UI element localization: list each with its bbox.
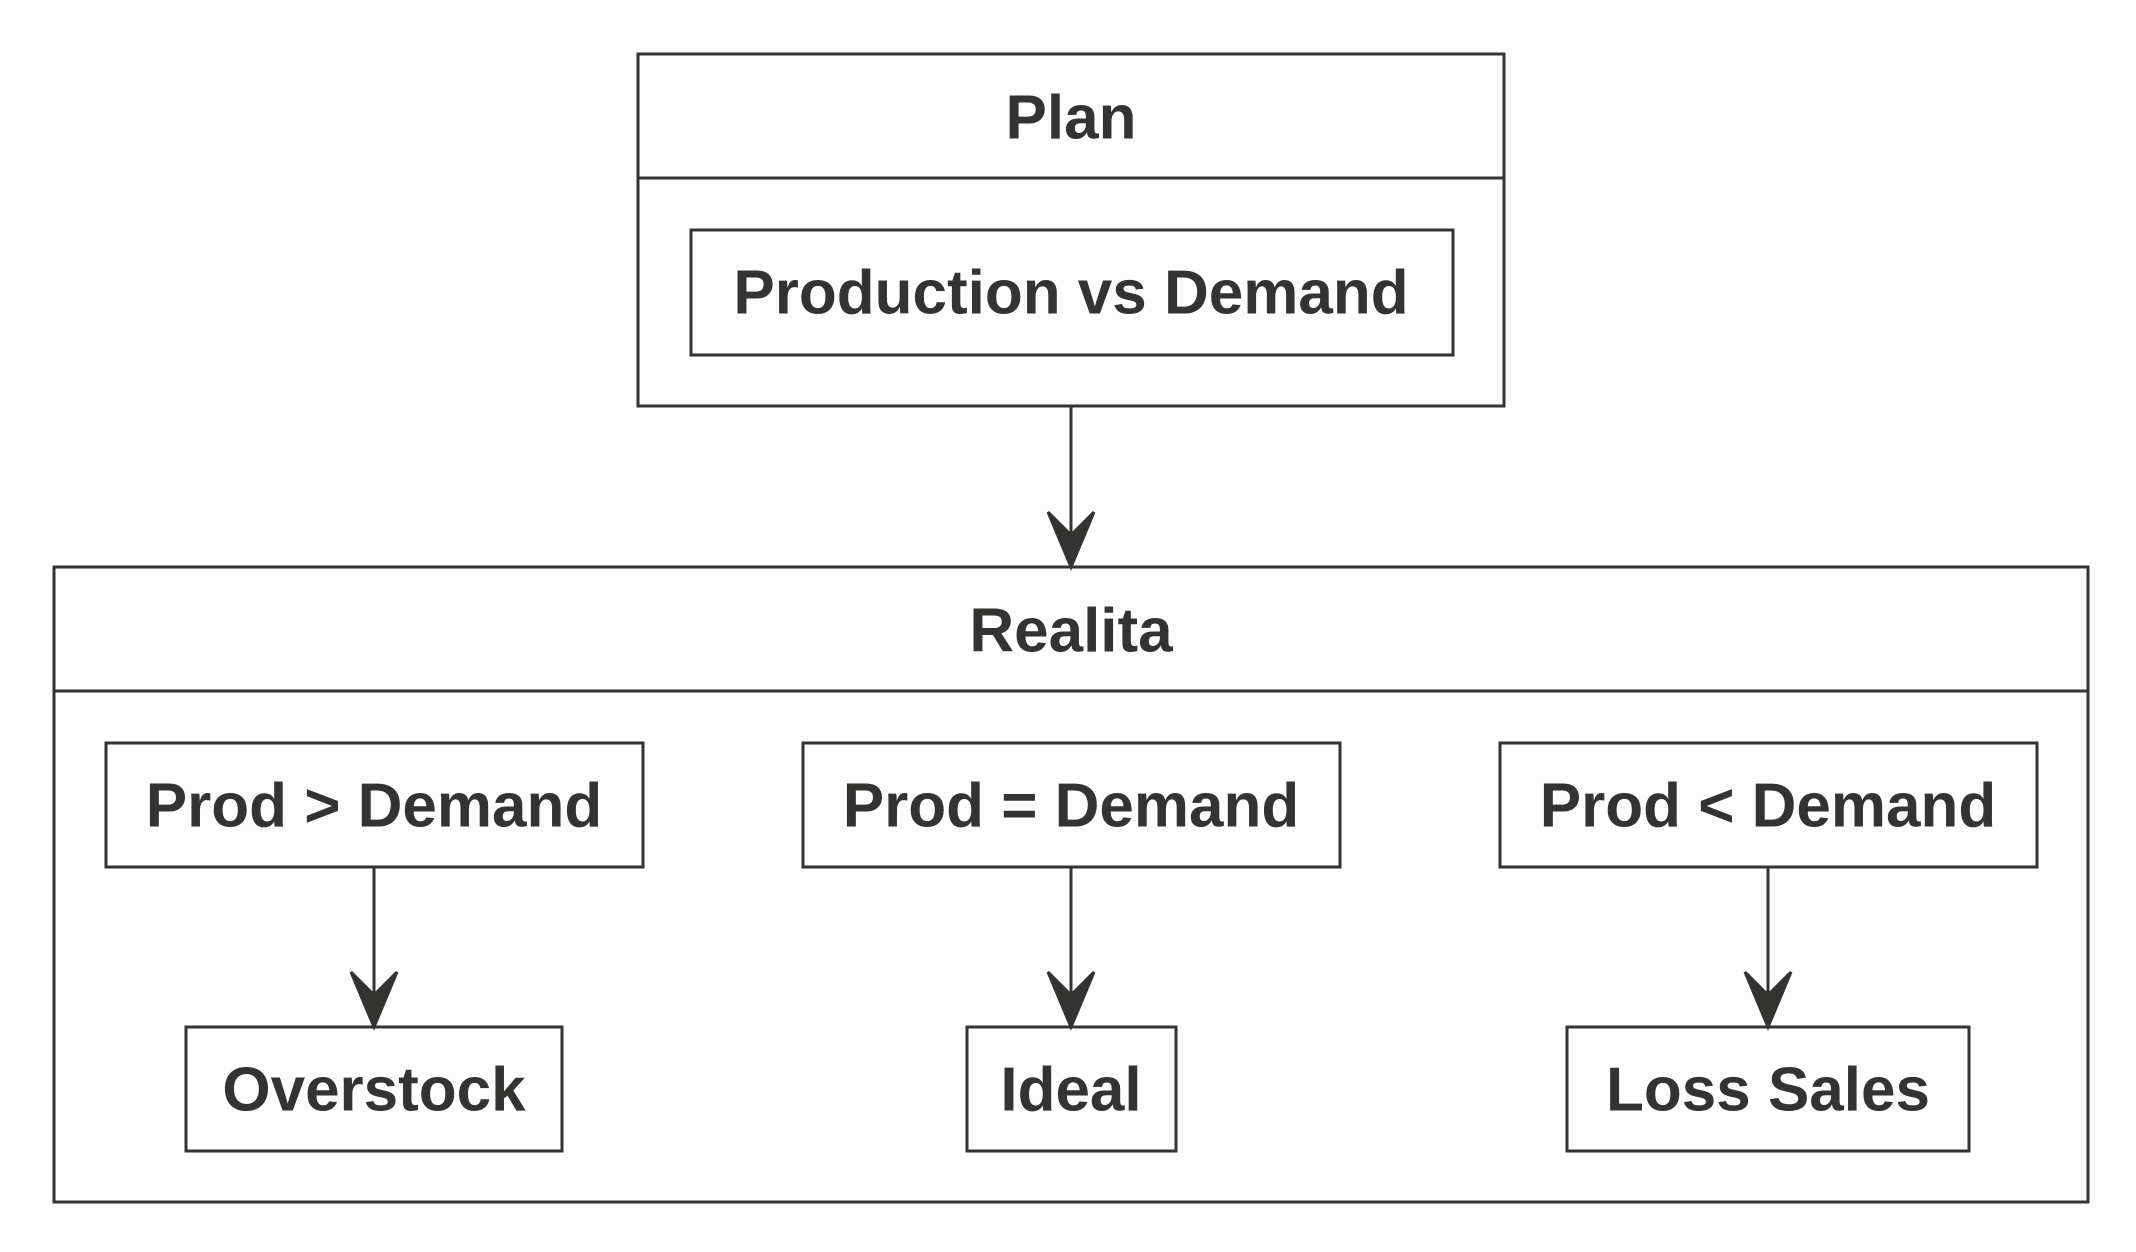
plan-node-label: Production vs Demand [733,259,1408,328]
outcome-label: Overstock [222,1056,526,1125]
arrowhead-icon [1046,510,1096,571]
outcome-label: Loss Sales [1606,1056,1930,1125]
arrowhead-icon [349,970,399,1031]
realita-title: Realita [969,597,1173,666]
plan-node-box [689,228,1455,357]
arrowhead-icon [1046,970,1096,1031]
condition-label: Prod < Demand [1540,772,1997,841]
plan-title: Plan [1006,84,1137,153]
condition-label: Prod = Demand [843,772,1300,841]
arrowhead-icon [1743,970,1793,1031]
condition-label: Prod > Demand [146,772,603,841]
outcome-label: Ideal [1000,1056,1141,1125]
